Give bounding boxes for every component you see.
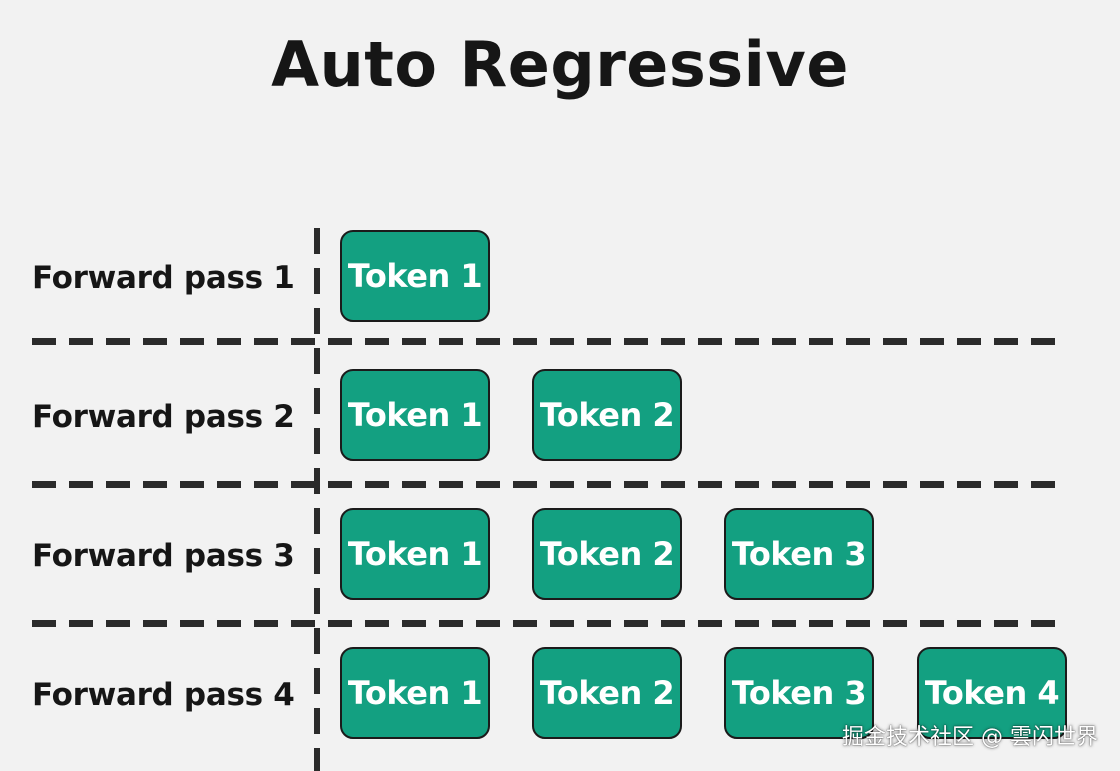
row-label-forward-pass-3: Forward pass 3 xyxy=(32,538,295,574)
row-label-forward-pass-1: Forward pass 1 xyxy=(32,260,295,296)
diagram-title: Auto Regressive xyxy=(271,28,849,101)
vertical-divider xyxy=(314,228,320,771)
token-box: Token 2 xyxy=(532,508,682,600)
row-label-forward-pass-4: Forward pass 4 xyxy=(32,677,295,713)
row-divider xyxy=(32,338,1062,345)
token-box: Token 1 xyxy=(340,508,490,600)
token-box: Token 1 xyxy=(340,369,490,461)
token-box: Token 1 xyxy=(340,647,490,739)
token-box: Token 2 xyxy=(532,369,682,461)
token-box: Token 3 xyxy=(724,508,874,600)
watermark: 掘金技术社区 @ 雲闪世界 xyxy=(842,725,1098,750)
token-box: Token 1 xyxy=(340,230,490,322)
row-label-forward-pass-2: Forward pass 2 xyxy=(32,399,295,435)
row-divider xyxy=(32,620,1062,627)
token-box: Token 2 xyxy=(532,647,682,739)
row-divider xyxy=(32,481,1062,488)
token-box: Token 4 xyxy=(917,647,1067,739)
token-box: Token 3 xyxy=(724,647,874,739)
